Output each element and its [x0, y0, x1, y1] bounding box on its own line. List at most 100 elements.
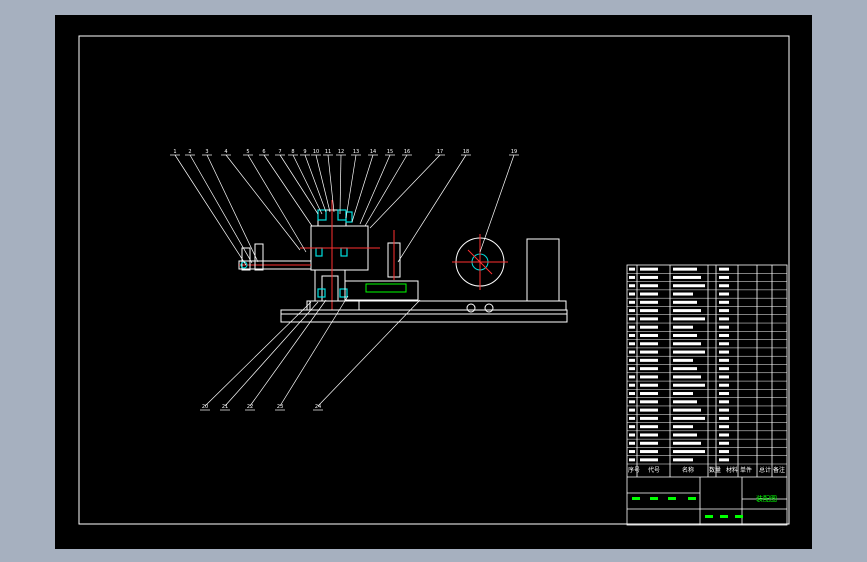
bom-code-mark: [640, 408, 658, 412]
bom-item-mark: [629, 267, 635, 271]
bom-material-mark: [719, 358, 729, 362]
bom-code-mark: [640, 325, 658, 329]
bom-material-mark: [719, 292, 729, 296]
bom-name-mark: [673, 350, 705, 354]
bom-code-mark: [640, 342, 658, 346]
bom-name-mark: [673, 450, 705, 454]
bom-code-mark: [640, 275, 658, 279]
bom-item-mark: [629, 450, 635, 454]
bom-code-mark: [640, 441, 658, 445]
balloon-label: 9: [303, 149, 306, 155]
balloon-label: 12: [338, 149, 344, 155]
bom-code-mark: [640, 458, 658, 462]
leader-line: [292, 154, 323, 215]
leader-line: [174, 154, 247, 266]
bom-header-label: 名称: [682, 466, 694, 474]
bom-material-mark: [719, 267, 729, 271]
leader-line: [339, 154, 342, 215]
leader-line: [359, 154, 391, 225]
bom-entry-marks: [629, 267, 743, 518]
bom-name-mark: [673, 300, 697, 304]
bom-name-mark: [673, 383, 705, 387]
bom-name-mark: [673, 458, 693, 462]
bom-name-mark: [673, 325, 693, 329]
bom-material-mark: [719, 450, 729, 454]
leader-line: [317, 299, 421, 407]
balloon-label: 8: [291, 149, 294, 155]
bom-code-mark: [640, 350, 658, 354]
bom-material-mark: [719, 458, 729, 462]
bom-name-mark: [673, 367, 697, 371]
bom-item-mark: [629, 317, 635, 321]
balloon-label: 15: [387, 149, 393, 155]
bom-item-mark: [629, 375, 635, 379]
balloon-label: 3: [205, 149, 208, 155]
bom-code-mark: [640, 375, 658, 379]
bom-header-label: 单件: [740, 466, 752, 474]
leader-line: [315, 154, 331, 213]
bom-item-mark: [629, 367, 635, 371]
balloon-label: 5: [246, 149, 249, 155]
balloon-label: 1: [173, 149, 176, 155]
leader-line: [279, 295, 349, 407]
bom-item-mark: [629, 309, 635, 313]
bom-material-mark: [719, 425, 729, 429]
leader-line: [327, 154, 335, 213]
bom-item-mark: [629, 358, 635, 362]
bom-material-mark: [719, 367, 729, 371]
balloon-label: 10: [313, 149, 319, 155]
bom-material-mark: [719, 300, 729, 304]
balloon-label: 14: [370, 149, 376, 155]
bom-name-mark: [673, 425, 693, 429]
bom-material-mark: [719, 400, 729, 404]
bom-header-label: 代号: [648, 466, 660, 474]
balloon-label: 16: [404, 149, 410, 155]
bom-code-mark: [640, 292, 658, 296]
bom-name-mark: [673, 342, 701, 346]
bom-item-mark: [629, 300, 635, 304]
bom-code-mark: [640, 309, 658, 313]
outer-frame: [78, 35, 790, 525]
bom-item-mark: [629, 458, 635, 462]
title-block-mark: [720, 515, 728, 518]
drawing-title: 装配图: [756, 494, 777, 503]
balloon-label: 6: [262, 149, 265, 155]
bom-material-mark: [719, 284, 729, 288]
horizontal-arm: [238, 243, 312, 271]
balloon-label: 11: [325, 149, 331, 155]
bom-material-mark: [719, 275, 729, 279]
bom-item-mark: [629, 416, 635, 420]
bom-code-mark: [640, 300, 658, 304]
wheel: [452, 234, 508, 313]
bom-material-mark: [719, 392, 729, 396]
base-plate: [280, 300, 568, 323]
leader-line: [397, 154, 467, 263]
bom-material-mark: [719, 383, 729, 387]
bom-name-mark: [673, 400, 697, 404]
bom-code-mark: [640, 416, 658, 420]
cabinet: [526, 238, 560, 302]
balloon-label: 19: [511, 149, 517, 155]
bom-item-mark: [629, 275, 635, 279]
bom-material-mark: [719, 333, 729, 337]
bom-material-mark: [719, 375, 729, 379]
bom-header-label: 总计: [759, 466, 771, 474]
leader-line: [247, 154, 307, 253]
bom-material-mark: [719, 441, 729, 445]
leader-line: [206, 154, 259, 263]
bom-name-mark: [673, 375, 701, 379]
bom-item-mark: [629, 408, 635, 412]
bom-material-mark: [719, 433, 729, 437]
bom-header-label: 序号: [628, 466, 640, 474]
bom-rows: [627, 273, 787, 465]
bom-code-mark: [640, 358, 658, 362]
bom-code-mark: [640, 267, 658, 271]
bom-item-mark: [629, 433, 635, 437]
bearing-highlights: [315, 209, 353, 298]
balloon-label: 4: [224, 149, 227, 155]
bom-header-label: 数量: [709, 466, 721, 474]
leader-line: [479, 154, 515, 253]
bom-name-mark: [673, 309, 701, 313]
bom-code-mark: [640, 433, 658, 437]
leader-line: [345, 154, 357, 219]
